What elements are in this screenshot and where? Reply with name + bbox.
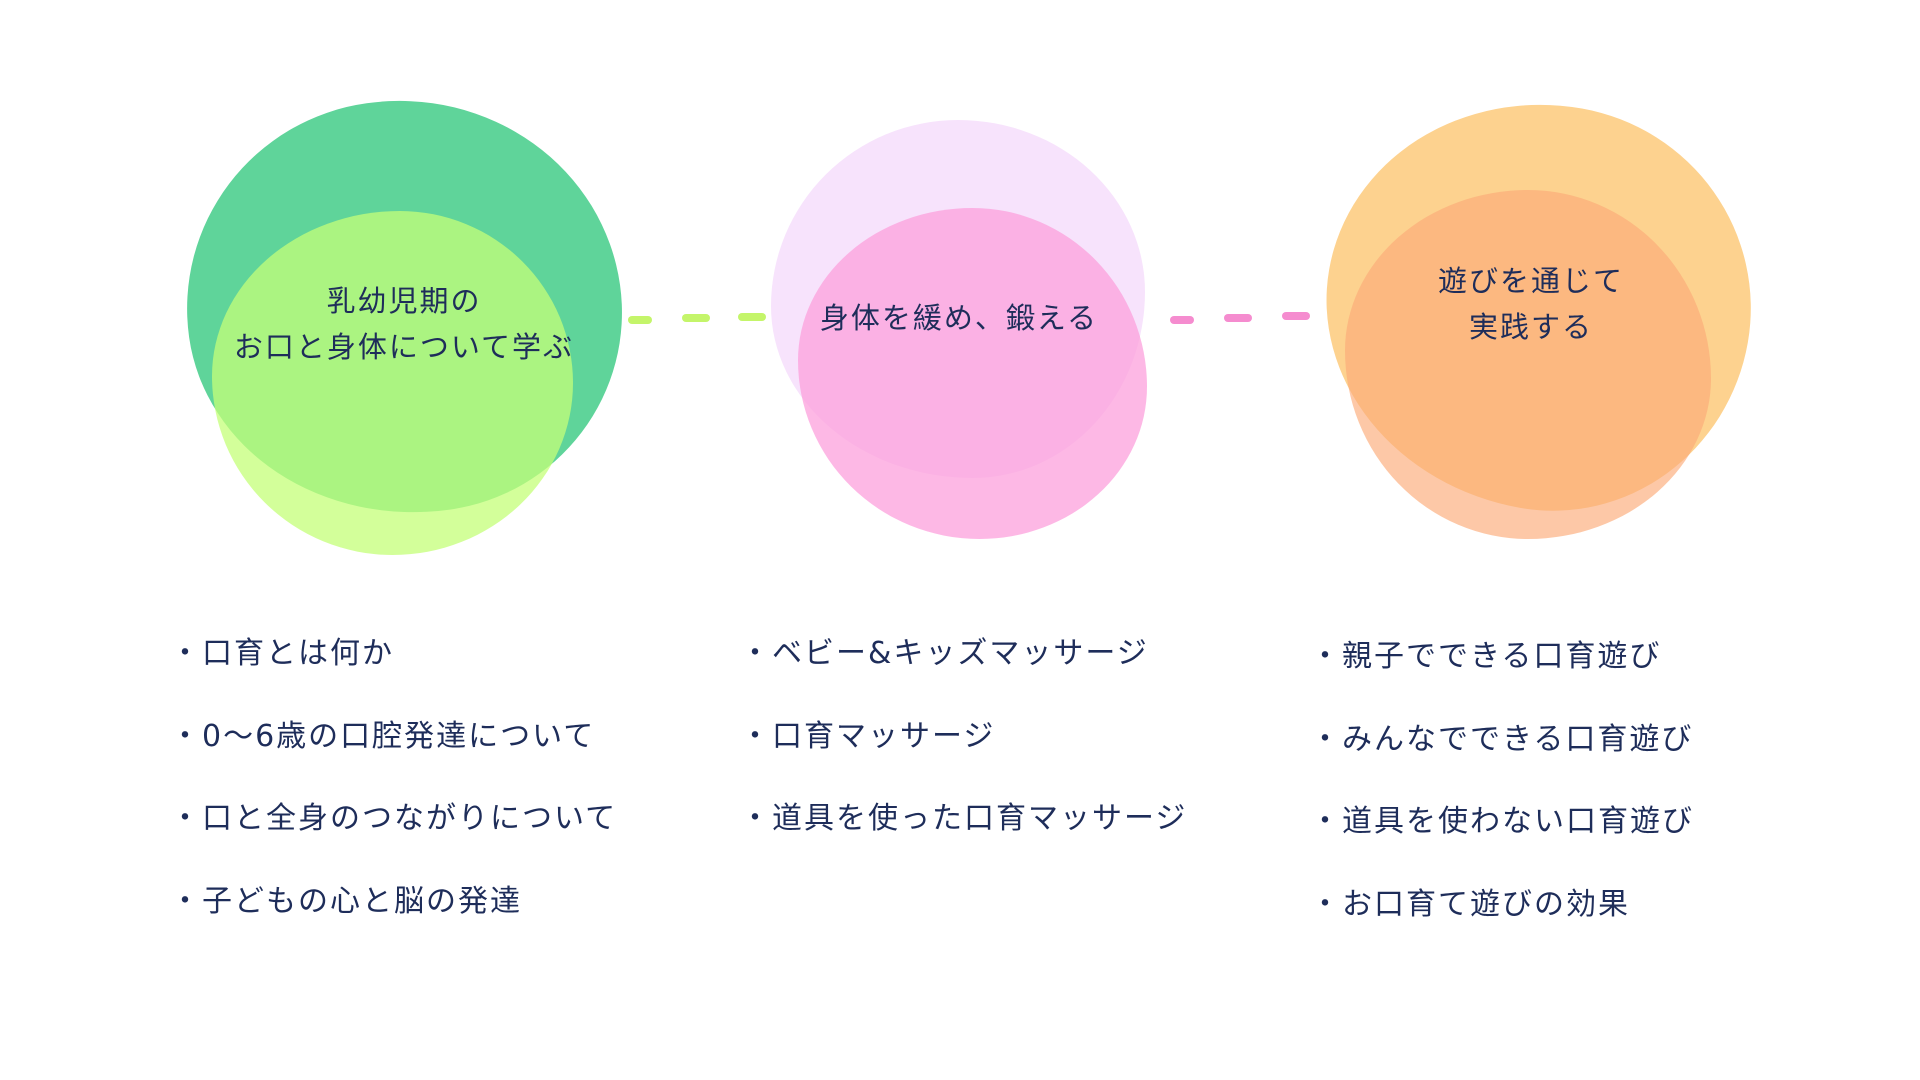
- step2-title: 身体を緩め、鍛える: [820, 295, 1098, 341]
- list-item: 口と全身のつながりについて: [170, 793, 617, 837]
- connector-dash: [1224, 314, 1252, 322]
- step3-blob-inner: [1345, 190, 1711, 539]
- step1-title-line2: お口と身体について学ぶ: [233, 330, 575, 364]
- step3-title-line1: 遊びを通じて: [1437, 264, 1625, 298]
- list-item: 親子でできる口育遊び: [1310, 631, 1661, 675]
- list-item: お口育て遊びの効果: [1310, 879, 1630, 923]
- step1-title: 乳幼児期の お口と身体について学ぶ: [234, 278, 574, 370]
- step1-title-line1: 乳幼児期の: [326, 284, 482, 318]
- step2-blob-inner: [798, 208, 1147, 539]
- step1-blob-inner: [212, 211, 573, 555]
- connector-dash: [628, 316, 652, 324]
- list-item: 子どもの心と脳の発達: [170, 876, 522, 920]
- connector-dash: [738, 313, 766, 321]
- connector-dash: [682, 314, 710, 322]
- list-item: 道具を使った口育マッサージ: [740, 793, 1187, 837]
- connector-dash: [1282, 312, 1310, 320]
- list-item: 道具を使わない口育遊び: [1310, 796, 1694, 840]
- list-item: ベビー&キッズマッサージ: [740, 628, 1149, 672]
- connector-dash: [1170, 316, 1194, 324]
- list-item: みんなでできる口育遊び: [1310, 714, 1693, 758]
- list-item: 口育とは何か: [170, 628, 394, 672]
- step3-title-line2: 実践する: [1468, 310, 1594, 344]
- list-item: 口育マッサージ: [740, 711, 995, 755]
- step3-title: 遊びを通じて 実践する: [1438, 258, 1624, 350]
- list-item: 0〜6歳の口腔発達について: [170, 711, 595, 755]
- step2-title-line1: 身体を緩め、鍛える: [819, 301, 1099, 335]
